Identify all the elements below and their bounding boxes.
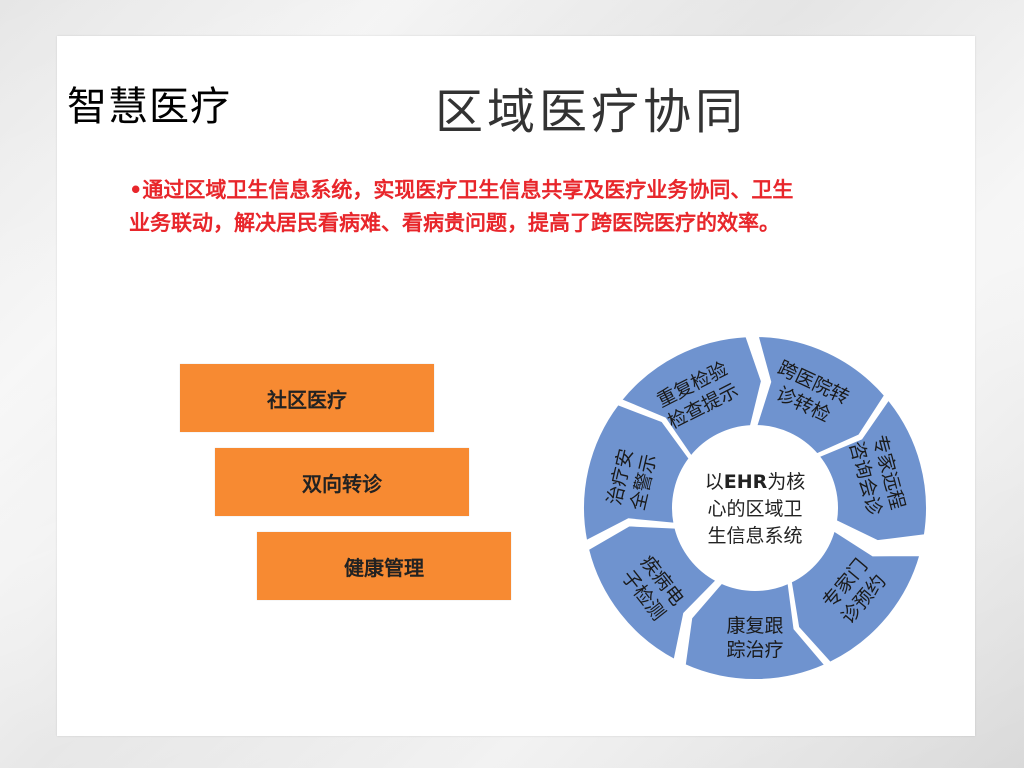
bullet-line-2: 业务联动，解决居民看病难、看病贵问题，提高了跨医院医疗的效率。 [129, 211, 780, 235]
segment-label-line-2: 踪治疗 [726, 639, 783, 661]
slide-left-title: 智慧医疗 [67, 84, 231, 130]
cycle-segment [789, 528, 922, 664]
cycle-segment [817, 397, 928, 543]
bullet-text: •通过区域卫生信息系统，实现医疗卫生信息共享及医疗业务协同、卫生 业务联动，解决… [129, 174, 929, 240]
bullet-line-1: •通过区域卫生信息系统，实现医疗卫生信息共享及医疗业务协同、卫生 [129, 178, 794, 202]
cycle-segment [586, 524, 719, 662]
cycle-segment [754, 334, 887, 456]
cycle-segments: 重复检验检查提示跨医院转诊转检专家远程咨询会诊专家门诊预约康复跟踪治疗疾病电子检… [582, 334, 928, 681]
slide: 智慧医疗 区域医疗协同 •通过区域卫生信息系统，实现医疗卫生信息共享及医疗业务协… [57, 36, 975, 736]
cycle-segment [582, 403, 691, 543]
box-two-way-referral: 双向转诊 [215, 448, 469, 516]
center-line-2: 心的区域卫 [707, 498, 802, 520]
box-health-management: 健康管理 [257, 532, 511, 600]
box-community-care: 社区医疗 [180, 364, 434, 432]
segment-label-line-1: 康复跟 [726, 615, 783, 637]
cycle-diagram: 重复检验检查提示跨医院转诊转检专家远程咨询会诊专家门诊预约康复跟踪治疗疾病电子检… [582, 334, 928, 681]
cycle-center-circle [677, 430, 833, 586]
center-line-1: 以EHR为核 [705, 471, 806, 493]
cycle-segment [619, 335, 763, 459]
cycle-segment [683, 581, 827, 681]
center-line-3: 生信息系统 [707, 525, 802, 547]
slide-main-title: 区域医疗协同 [435, 84, 748, 140]
